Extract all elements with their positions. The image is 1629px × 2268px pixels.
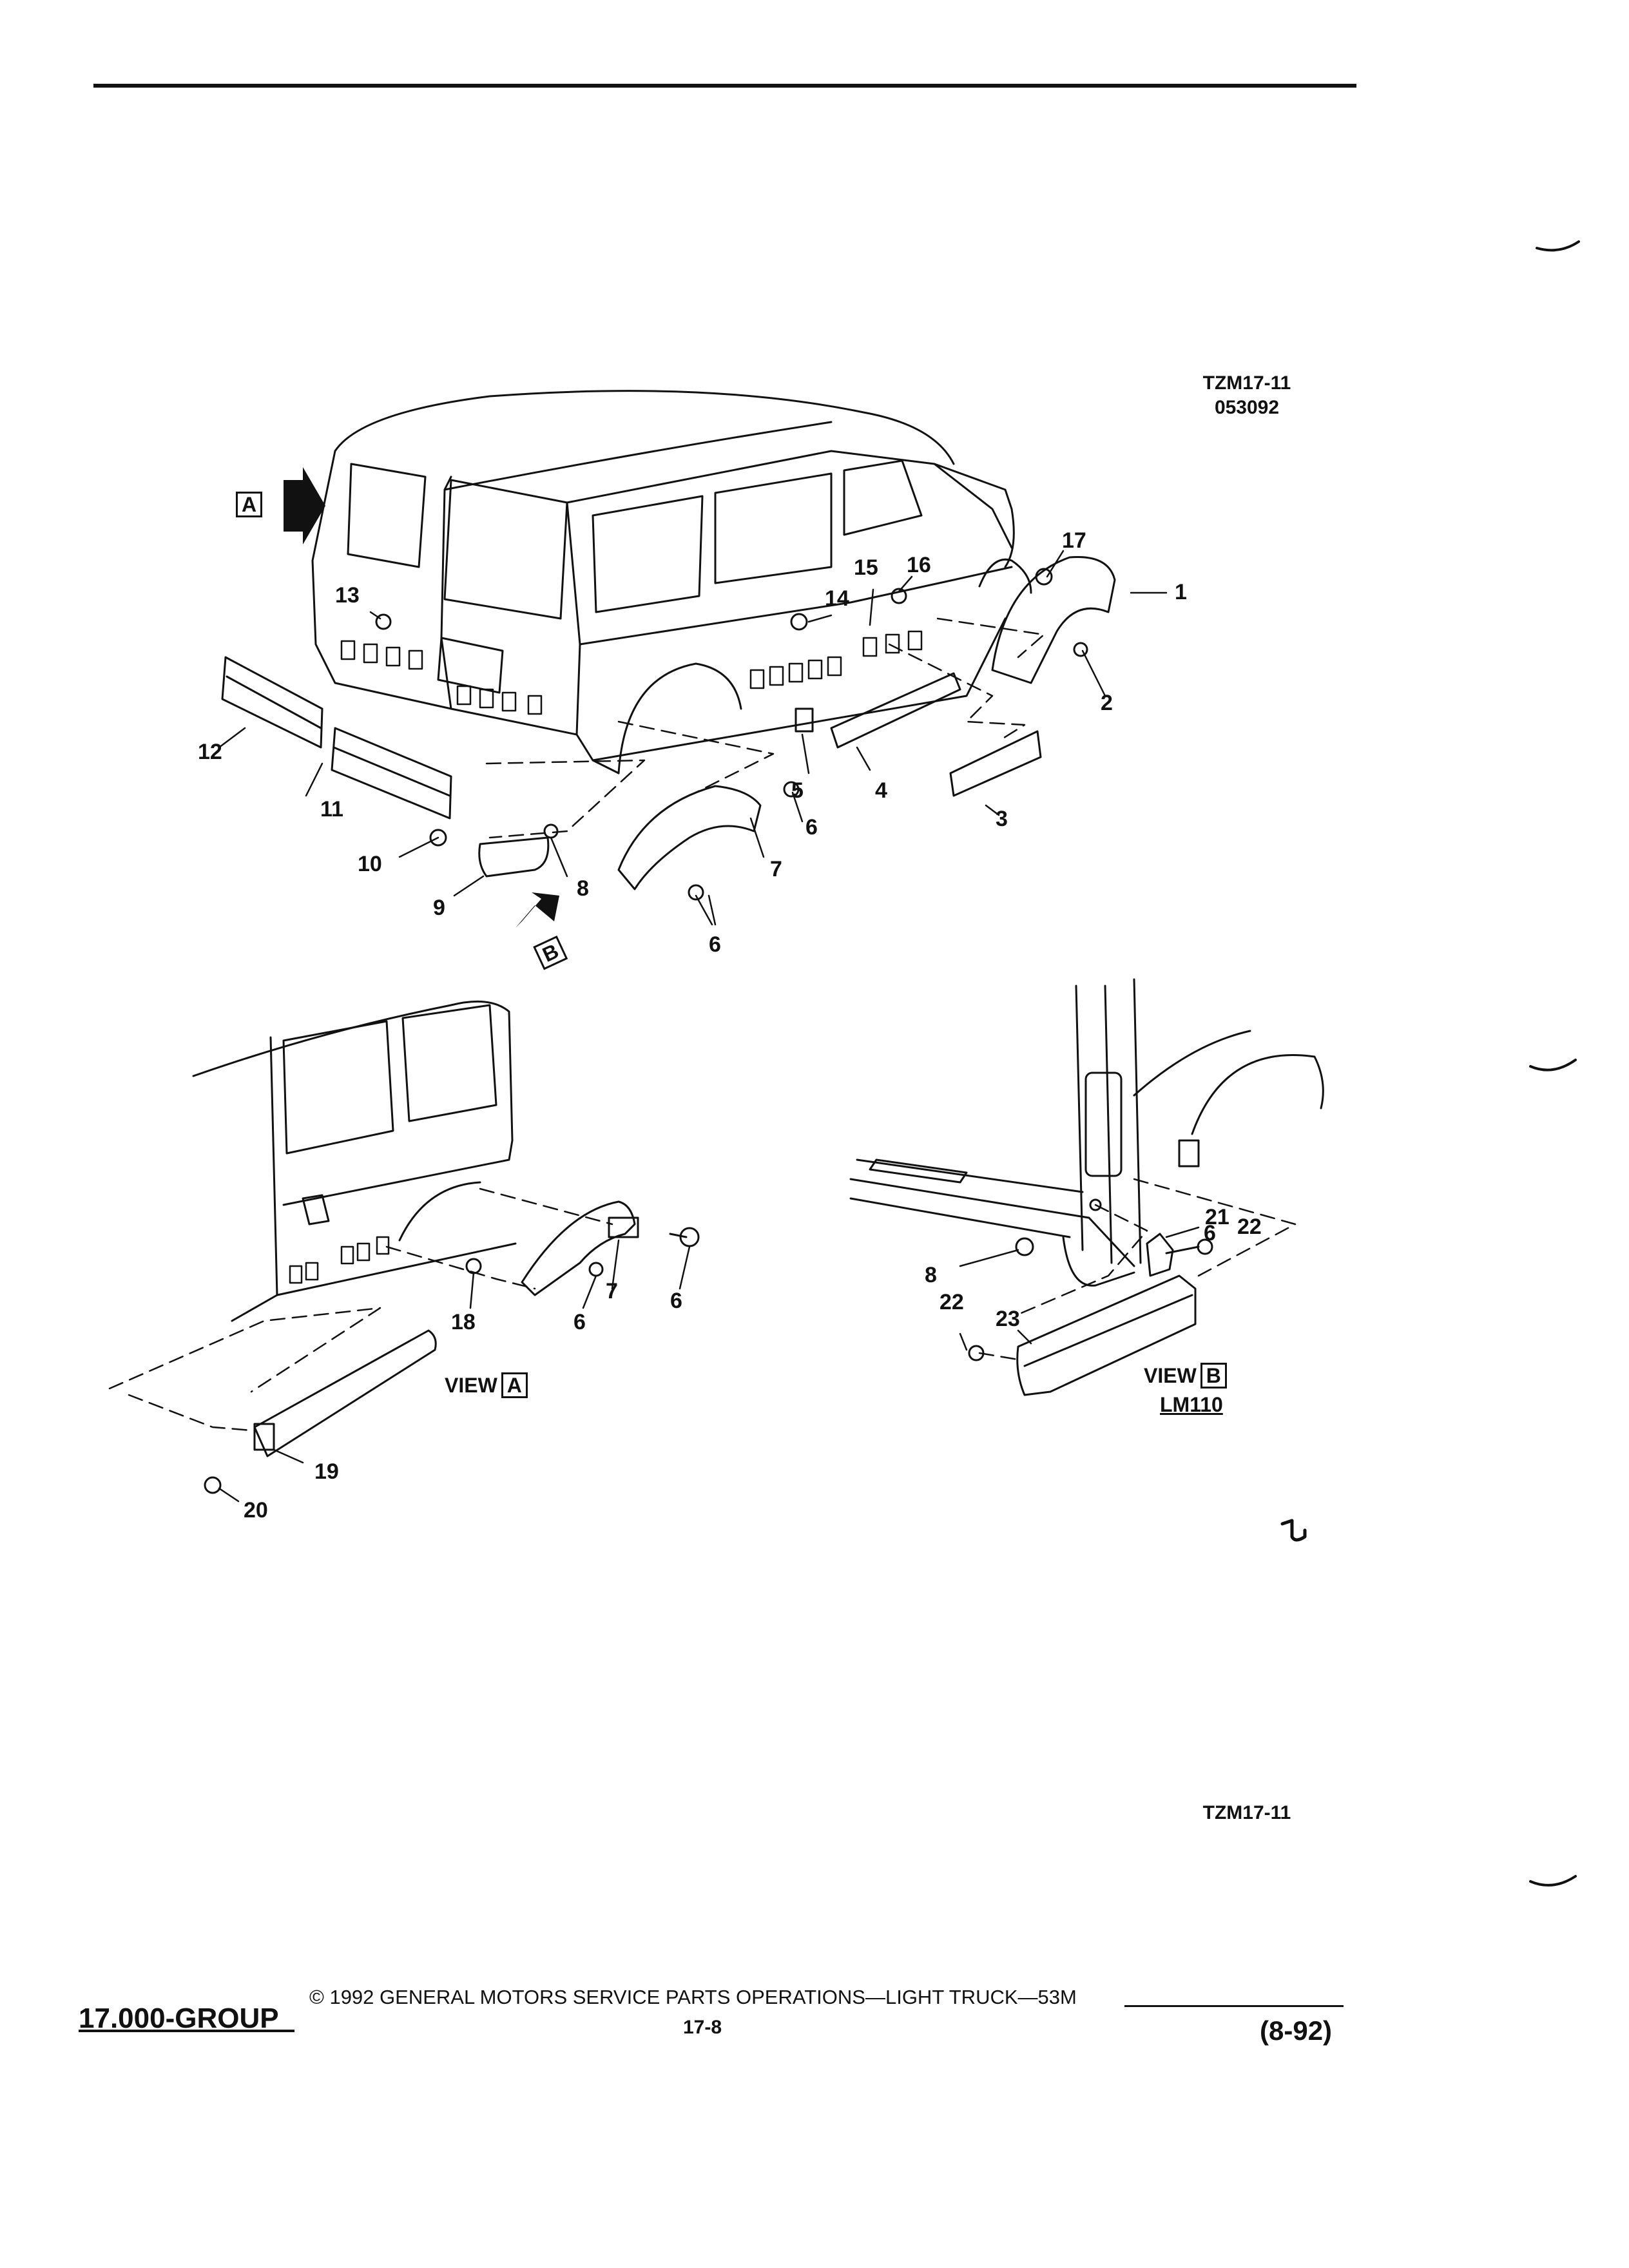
footer-group: 17.000-GROUP <box>79 2003 279 2034</box>
footer-rule-left <box>79 2030 294 2032</box>
view-b-letter: B <box>1200 1363 1227 1389</box>
main-parts <box>221 555 1116 901</box>
illustration-code-bottom: TZM17-11 <box>1202 1802 1291 1823</box>
illustration-code: TZM17-11 053092 <box>1195 371 1298 420</box>
callout: 10 <box>358 852 382 876</box>
alignment-lines <box>485 617 1045 839</box>
callout: 8 <box>577 876 589 901</box>
callout: 22 <box>940 1290 964 1314</box>
view-b-prefix: VIEW <box>1144 1364 1197 1387</box>
callout: 18 <box>451 1310 476 1334</box>
callout: 7 <box>770 857 782 881</box>
illustration-code-text: TZM17-11 <box>1202 372 1291 394</box>
view-a-illustration <box>108 1000 700 1503</box>
callout: 6 <box>1204 1221 1216 1245</box>
callout: 2 <box>1101 691 1113 715</box>
view-a-prefix: VIEW <box>445 1374 497 1397</box>
callout: 8 <box>925 1263 937 1287</box>
gm-mark <box>1280 1519 1307 1542</box>
callout: 21 <box>1205 1205 1229 1229</box>
view-a-marker: A <box>232 492 263 517</box>
callout: 20 <box>244 1498 268 1523</box>
callout: 5 <box>791 778 804 803</box>
callout: 3 <box>996 807 1008 831</box>
view-a-arrow <box>284 467 325 544</box>
callout: 7 <box>606 1279 618 1303</box>
footer-rule-right <box>1124 2005 1344 2007</box>
callout: 22 <box>1237 1215 1262 1239</box>
view-a-letter: A <box>501 1372 528 1398</box>
footer-page-number: 17-8 <box>683 2017 722 2038</box>
callout: 19 <box>314 1459 339 1484</box>
top-rule <box>93 84 1356 88</box>
side-clip-row <box>749 630 923 689</box>
view-b-arrow <box>516 892 559 928</box>
callout: 12 <box>198 740 222 764</box>
margin-marks <box>1529 240 1580 1887</box>
callout: 11 <box>320 797 343 822</box>
view-b-illustration <box>849 978 1324 1396</box>
callout: 6 <box>574 1310 586 1334</box>
van-main-illustration <box>311 390 1032 774</box>
rear-clip-row <box>340 640 543 715</box>
view-a-marker-letter: A <box>236 492 263 517</box>
callout: 9 <box>433 896 445 920</box>
leader-lines-main <box>218 550 1168 926</box>
callout: 15 <box>854 555 878 580</box>
footer-copyright: © 1992 GENERAL MOTORS SERVICE PARTS OPER… <box>309 1986 1077 2008</box>
illustration-date: 053092 <box>1214 397 1280 418</box>
callout: 1 <box>1175 580 1187 604</box>
view-b-ref: LM110 <box>1160 1393 1223 1416</box>
callout: 13 <box>335 583 360 608</box>
footer-revision: (8-92) <box>1260 2015 1333 2046</box>
callout: 16 <box>907 553 931 577</box>
callout: 23 <box>996 1307 1020 1331</box>
callout: 17 <box>1062 528 1086 553</box>
callout: 4 <box>875 778 887 803</box>
callout: 6 <box>805 815 818 840</box>
callout: 6 <box>670 1289 682 1313</box>
callout: 6 <box>709 932 721 957</box>
callout: 14 <box>825 586 849 611</box>
